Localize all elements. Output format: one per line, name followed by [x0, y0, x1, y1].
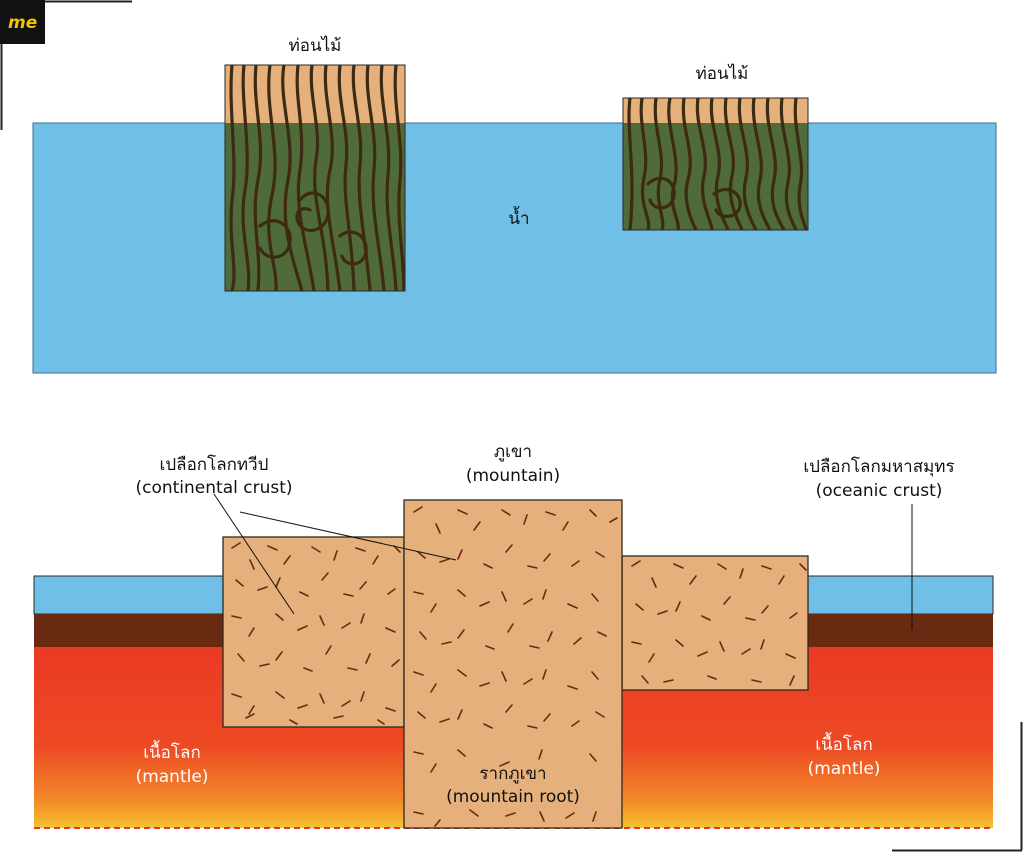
log-right-outline: [622, 97, 809, 231]
ocean-water-left: [33, 575, 224, 615]
logo-text: me: [8, 13, 37, 33]
log-right-grain: [627, 98, 808, 230]
mountain-outline: [403, 499, 623, 829]
mountain-thai: ภูเขา: [494, 442, 532, 462]
mantle-right-thai: เนื้อโลก: [815, 732, 872, 755]
mantle-left-english: (mantle): [136, 767, 209, 787]
continental-crust-english: (continental crust): [135, 478, 292, 498]
label-mountain: ภูเขา (mountain): [466, 442, 560, 486]
continental-crust-right-texture: [631, 560, 807, 686]
mountain-root-thai: รากภูเขา: [479, 764, 546, 784]
mountain-root-english: (mountain root): [446, 787, 580, 807]
water-body: [32, 122, 997, 374]
water-label: น้ำ: [508, 206, 529, 229]
earth-cross-section: [33, 493, 994, 829]
log-left-outline: [224, 64, 406, 292]
mountain-block: [404, 500, 622, 828]
water-tank: [32, 122, 997, 374]
mantle-left-thai: เนื้อโลก: [143, 740, 200, 763]
mountain-english: (mountain): [466, 466, 560, 486]
log-right: ท่อนไม้: [622, 63, 809, 231]
log-left-submerged: [225, 123, 405, 291]
continental-crust-right: [622, 556, 808, 690]
log-left-grain: [229, 65, 405, 291]
continental-crust-thai: เปลือกโลกทวีป: [160, 454, 269, 475]
label-continental-crust: เปลือกโลกทวีป (continental crust): [135, 454, 292, 498]
continental-crust-left-texture: [231, 542, 401, 725]
oceanic-crust-english: (oceanic crust): [816, 481, 943, 501]
label-oceanic-crust: เปลือกโลกมหาสมุทร (oceanic crust): [803, 456, 954, 501]
label-mountain-root: รากภูเขา (mountain root): [446, 764, 580, 807]
log-right-label: ท่อนไม้: [696, 63, 749, 84]
label-mantle-left: เนื้อโลก (mantle): [136, 740, 209, 787]
logo: me: [0, 0, 132, 130]
pointer-continental-crust-mountain: [239, 511, 457, 561]
ocean-water-right: [807, 575, 994, 615]
continental-crust-left: [223, 537, 404, 727]
log-left: ท่อนไม้: [224, 35, 406, 292]
log-left-label: ท่อนไม้: [289, 35, 342, 56]
oceanic-crust-thai: เปลือกโลกมหาสมุทร: [803, 456, 954, 477]
oceanic-crust-left: [34, 614, 223, 647]
oceanic-crust-right: [808, 614, 993, 647]
mantle-right-english: (mantle): [808, 759, 881, 779]
label-mantle-right: เนื้อโลก (mantle): [808, 732, 881, 779]
pointer-continental-crust-left: [213, 493, 295, 615]
logo-background: [0, 0, 45, 44]
mountain-texture: [413, 506, 618, 827]
